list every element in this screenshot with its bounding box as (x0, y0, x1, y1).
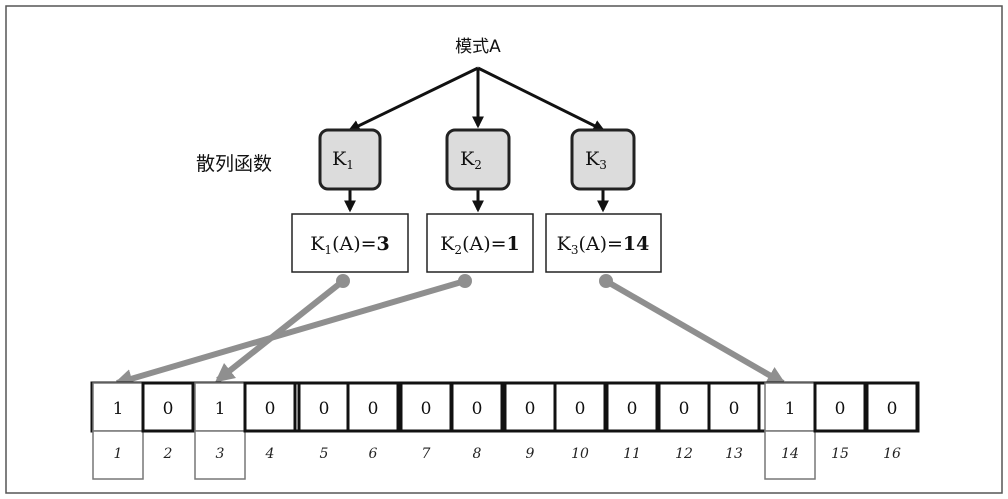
bit-value-1: 1 (113, 399, 124, 419)
result-to-bit-arrows (113, 274, 787, 388)
hash-function-k1: K1 (318, 128, 382, 191)
result-k2: K2(A)=1 (426, 213, 534, 273)
bit-index-8: 8 (473, 446, 482, 462)
hash-function-k2: K2 (445, 128, 511, 191)
bit-index-7: 7 (422, 446, 431, 462)
bit-index-6: 6 (369, 446, 378, 462)
bit-value-12: 0 (679, 399, 690, 419)
bit-value-9: 0 (525, 399, 536, 419)
arrow-k3-to-bit-14 (604, 278, 787, 386)
bit-value-11: 0 (627, 399, 638, 419)
svg-text:K1: K1 (332, 148, 354, 172)
hash-k1-sub: 1 (346, 158, 354, 172)
bit-index-16: 16 (883, 446, 901, 462)
bit-index-15: 15 (831, 446, 849, 462)
bit-cell-2 (141, 381, 195, 433)
hash-function-k3: K3 (570, 128, 636, 191)
bit-cell-8 (450, 381, 504, 433)
bit-index-5: 5 (320, 446, 329, 462)
bit-index-9: 9 (526, 446, 535, 462)
bit-cell-15 (813, 381, 867, 433)
bit-index-2: 2 (163, 446, 173, 462)
bit-index-11: 11 (623, 446, 641, 462)
hash-functions: K1 K2 K3 (318, 128, 636, 191)
bit-cell-6 (346, 381, 400, 433)
bit-cell-13 (707, 381, 761, 433)
hash-k3-sub: 3 (599, 158, 607, 172)
index-highlight-14 (764, 430, 816, 480)
arrow-pattern-to-k3 (477, 66, 606, 132)
bit-index-3: 3 (216, 446, 225, 462)
hash-k2-sub: 2 (474, 158, 482, 172)
bit-cell-12 (657, 381, 711, 433)
bit-value-6: 0 (368, 399, 379, 419)
bit-value-5: 0 (319, 399, 330, 419)
bit-value-10: 0 (575, 399, 586, 419)
bit-index-13: 13 (725, 446, 743, 462)
bit-cell-10 (553, 381, 607, 433)
bit-value-3: 1 (215, 399, 226, 419)
arrow-pattern-to-k1 (347, 66, 479, 132)
bit-cell-3 (194, 382, 246, 432)
hash-k3-name: K (585, 148, 600, 170)
index-highlight-3 (194, 430, 246, 480)
bit-index-14: 14 (781, 446, 799, 462)
result-k3: K3(A)=14 (545, 213, 662, 273)
bit-cell-16 (865, 381, 919, 433)
svg-text:K2(A)=1: K2(A)=1 (440, 233, 520, 257)
hash-results: K1(A)=3 K2(A)=1 K3(A)=14 (291, 213, 662, 273)
svg-text:K2: K2 (460, 148, 482, 172)
bit-index-10: 10 (571, 446, 589, 462)
bit-cell-11 (605, 381, 659, 433)
bit-value-7: 0 (421, 399, 432, 419)
result-k3-value: 14 (623, 233, 649, 255)
bit-value-16: 0 (887, 399, 898, 419)
bit-index-4: 4 (265, 446, 275, 462)
svg-text:K3: K3 (585, 148, 607, 172)
result-k2-value: 1 (507, 233, 520, 255)
result-k1-value: 3 (377, 233, 390, 255)
bit-index-1: 1 (114, 446, 123, 462)
bit-value-14: 1 (785, 399, 796, 419)
hash-function-label: 散列函数 (196, 153, 272, 175)
bit-index-12: 12 (675, 446, 693, 462)
bit-value-8: 0 (472, 399, 483, 419)
bit-value-13: 0 (729, 399, 740, 419)
hash-k1-name: K (332, 148, 347, 170)
bit-value-4: 0 (265, 399, 276, 419)
result-k1: K1(A)=3 (291, 213, 409, 273)
pattern-label: 模式A (455, 37, 501, 57)
svg-text:K1(A)=3: K1(A)=3 (310, 233, 390, 257)
bit-cell-4 (243, 381, 297, 433)
hash-k2-name: K (460, 148, 475, 170)
bit-value-15: 0 (835, 399, 846, 419)
bit-cell-1 (92, 382, 144, 432)
index-highlight-1 (92, 430, 144, 480)
bit-cell-7 (399, 381, 453, 433)
arrow-k2-to-bit-1 (113, 278, 466, 388)
bit-value-2: 0 (163, 399, 174, 419)
pattern-to-hash-arrows (344, 66, 609, 213)
arrow-k1-to-bit-3 (214, 278, 345, 383)
svg-text:K3(A)=14: K3(A)=14 (557, 233, 650, 257)
